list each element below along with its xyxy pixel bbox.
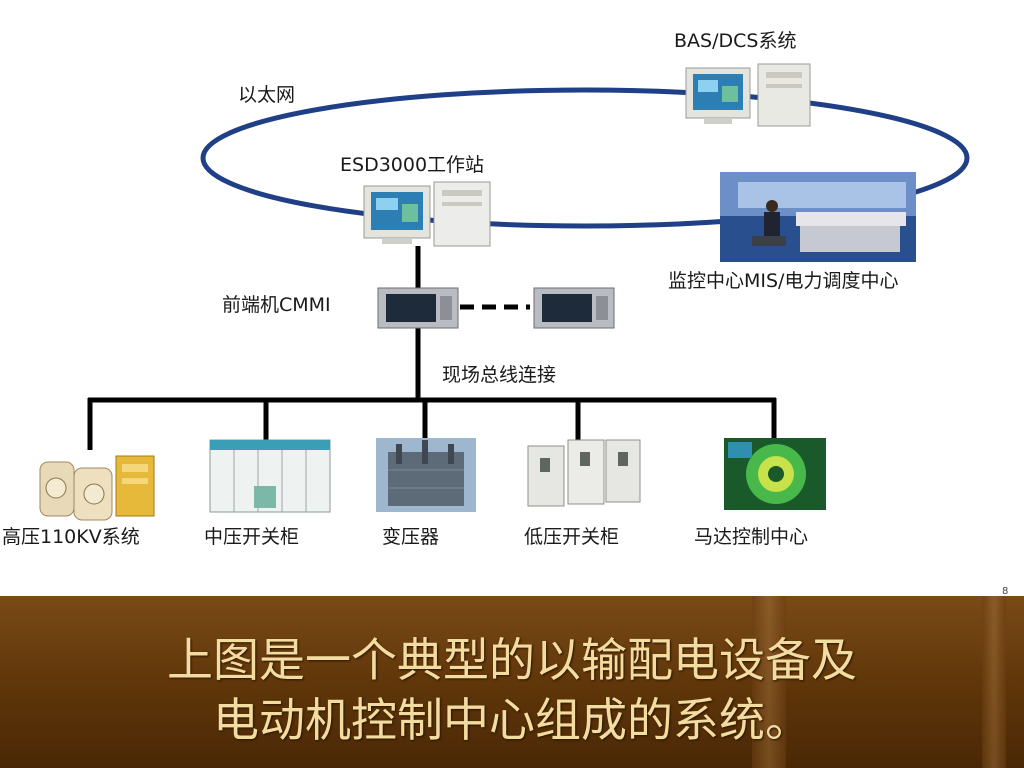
bas-dcs-computer-icon — [685, 63, 811, 127]
decorative-pillar — [752, 596, 786, 768]
front-end-cmmi-panel-icon — [377, 287, 459, 329]
ethernet-ring — [200, 87, 970, 229]
device-label-mv: 中压开关柜 — [204, 526, 300, 548]
diagram-canvas — [39, 63, 970, 521]
slide-number: 8 — [1002, 586, 1009, 597]
low-voltage-switchgear-icon — [527, 439, 641, 507]
bas-dcs-label: BAS/DCS系统 — [674, 30, 797, 52]
decorative-pillar-right — [982, 596, 1006, 768]
network-diagram: 以太网 BAS/DCS系统 ESD3000工作站 监控中心MIS/电力调度中心 … — [2, 30, 970, 548]
fieldbus-label: 现场总线连接 — [442, 364, 557, 386]
ethernet-label: 以太网 — [238, 84, 296, 106]
device-label-hv: 高压110KV系统 — [2, 526, 140, 548]
medium-voltage-switchgear-icon — [209, 439, 331, 513]
device-label-mcc: 马达控制中心 — [694, 526, 809, 548]
front-end-label: 前端机CMMI — [222, 294, 331, 316]
device-label-lv: 低压开关柜 — [524, 526, 620, 548]
control-center-photo — [720, 172, 916, 262]
caption-line-2: 电动机控制中心组成的系统。 — [213, 693, 811, 747]
secondary-cmmi-panel-icon — [533, 287, 615, 329]
high-voltage-equipment-icon — [39, 455, 155, 521]
esd-workstation-label: ESD3000工作站 — [340, 154, 485, 176]
control-center-label: 监控中心MIS/电力调度中心 — [668, 270, 899, 292]
device-label-transformer: 变压器 — [382, 526, 440, 548]
caption-banner: 上图是一个典型的以输配电设备及 电动机控制中心组成的系统。 — [0, 596, 1024, 768]
esd-workstation-computer-icon — [363, 181, 491, 247]
caption-line-1: 上图是一个典型的以输配电设备及 — [167, 633, 857, 687]
transformer-icon — [376, 438, 476, 512]
motor-control-center-icon — [724, 438, 826, 510]
